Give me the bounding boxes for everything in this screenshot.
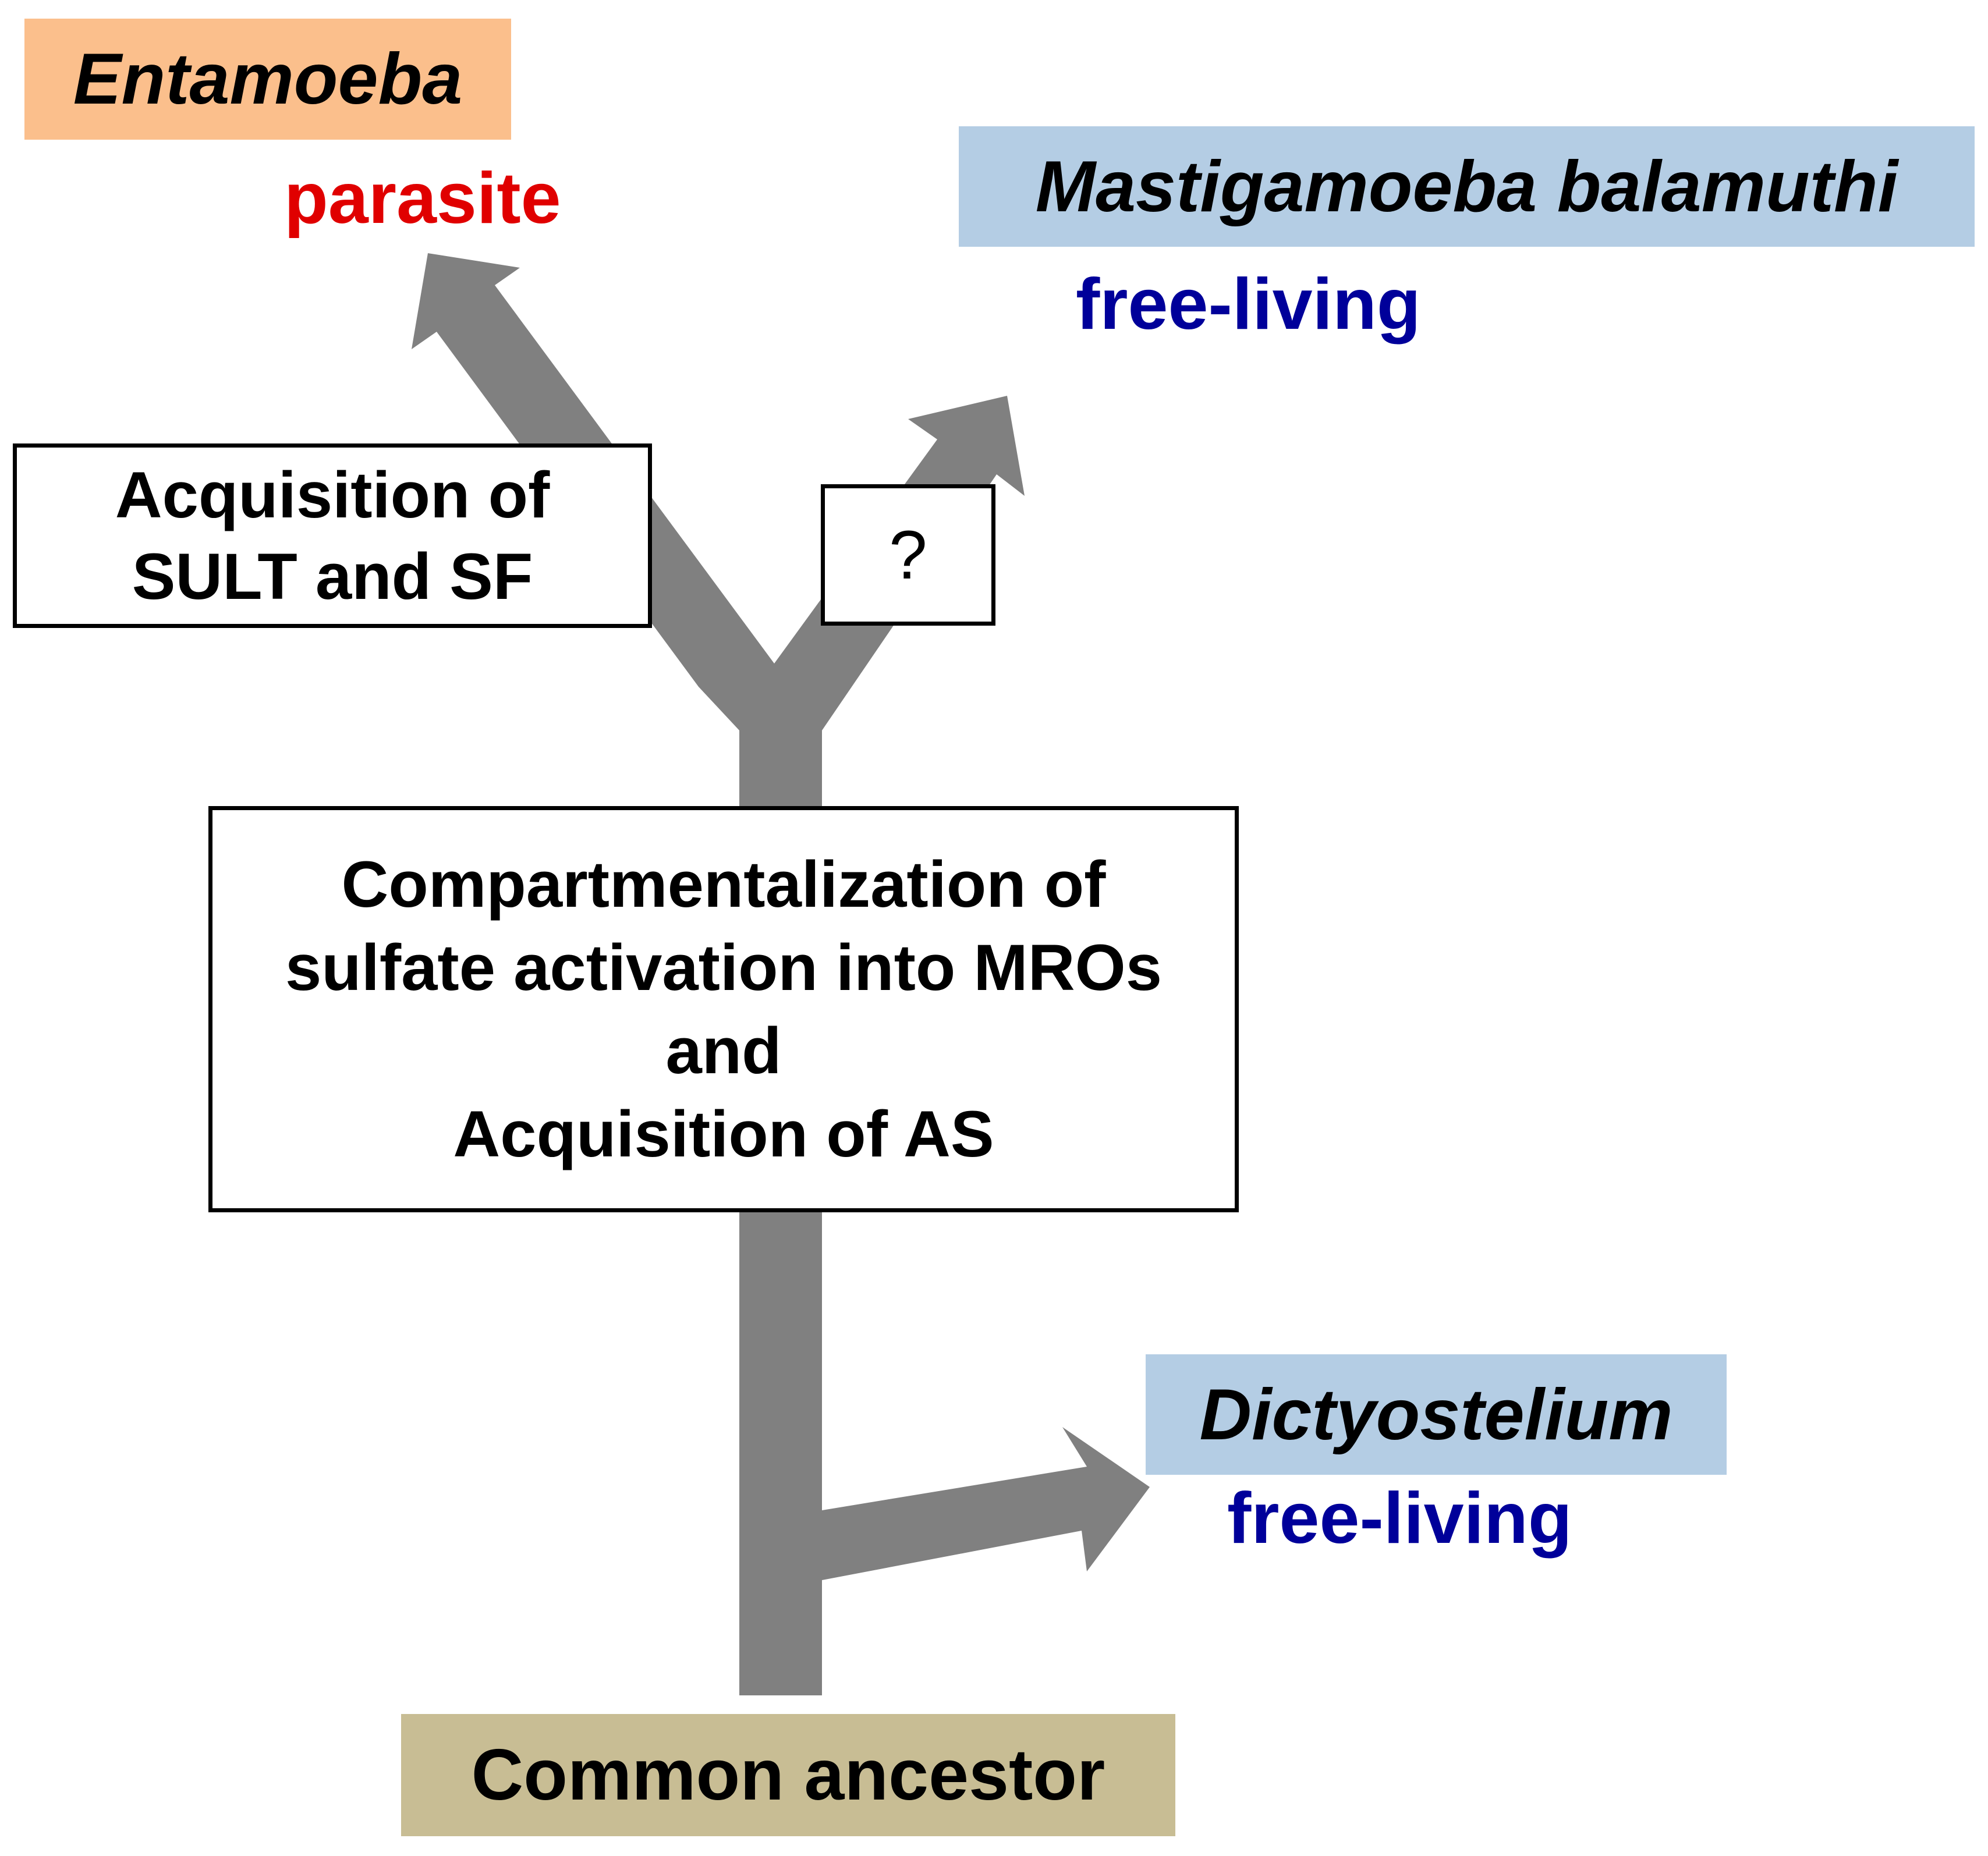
stem-event-box: Compartmentalization of sulfate activati… [208,806,1239,1212]
event-line: SULT and SF [132,540,533,613]
dictyostelium-branch [822,1427,1150,1580]
event-line: and [665,1014,782,1087]
event-line: Acquisition of [115,458,550,531]
entamoeba-branch-event-box: Acquisition of SULT and SF [13,443,652,628]
entamoeba-lifestyle-label: parasite [284,158,561,239]
event-line: Compartmentalization of [341,848,1106,921]
dictyostelium-lifestyle-label: free-living [1227,1478,1572,1559]
mastigamoeba-branch-event-box: ? [821,484,995,626]
event-line: Acquisition of AS [453,1098,994,1170]
mastigamoeba-label: Mastigamoeba balamuthi [959,126,1975,247]
dictyostelium-label: Dictyostelium [1146,1354,1727,1475]
common-ancestor-label: Common ancestor [401,1714,1175,1836]
unknown-event-marker: ? [889,516,927,594]
event-line: sulfate activation into MROs [285,931,1162,1004]
entamoeba-label: Entamoeba [24,19,511,140]
mastigamoeba-lifestyle-label: free-living [1076,264,1421,345]
